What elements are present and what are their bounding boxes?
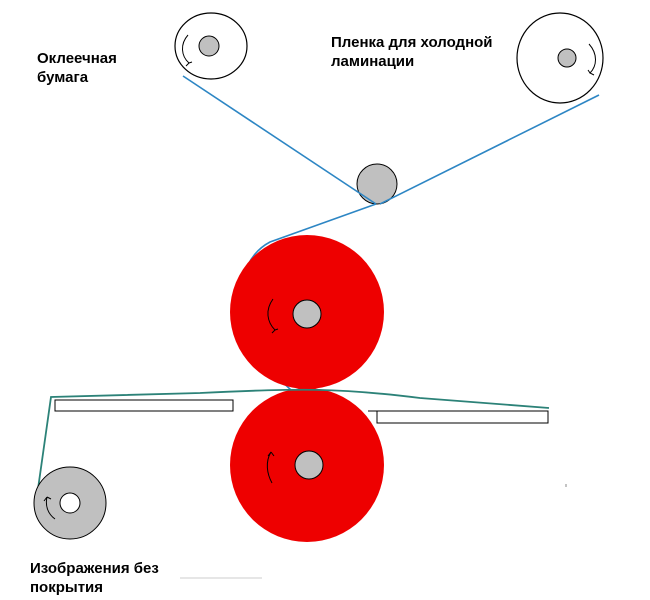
cold-lamination-film-label: Пленка для холодной ламинации xyxy=(331,33,493,71)
uncoated-image-label: Изображения без покрытия xyxy=(30,559,159,597)
lamination-film-reel xyxy=(516,12,604,104)
guide-roller xyxy=(356,163,398,205)
label-line: Изображения без xyxy=(30,560,159,577)
label-line: бумага xyxy=(37,69,89,86)
uncoated-image-reel xyxy=(33,466,107,540)
rotation-arrow-icon xyxy=(266,451,275,484)
image-web-line xyxy=(35,388,550,504)
label-line: Пленка для холодной xyxy=(331,34,493,51)
adhesive-paper-label: Оклеечная бумага xyxy=(37,49,117,87)
lower-laminating-roller xyxy=(230,388,384,542)
left-feed-table xyxy=(54,399,234,412)
right-feed-table xyxy=(376,410,549,424)
upper-laminating-roller xyxy=(230,235,384,389)
label-line: ламинации xyxy=(331,53,415,70)
label-line: Оклеечная xyxy=(37,50,117,67)
rotation-arrow-icon xyxy=(267,298,279,334)
rotation-arrow-icon xyxy=(43,496,56,520)
label-line: покрытия xyxy=(30,579,104,596)
rotation-arrow-icon xyxy=(182,34,193,67)
rotation-arrow-icon xyxy=(587,43,596,76)
adhesive-paper-reel xyxy=(174,12,248,80)
